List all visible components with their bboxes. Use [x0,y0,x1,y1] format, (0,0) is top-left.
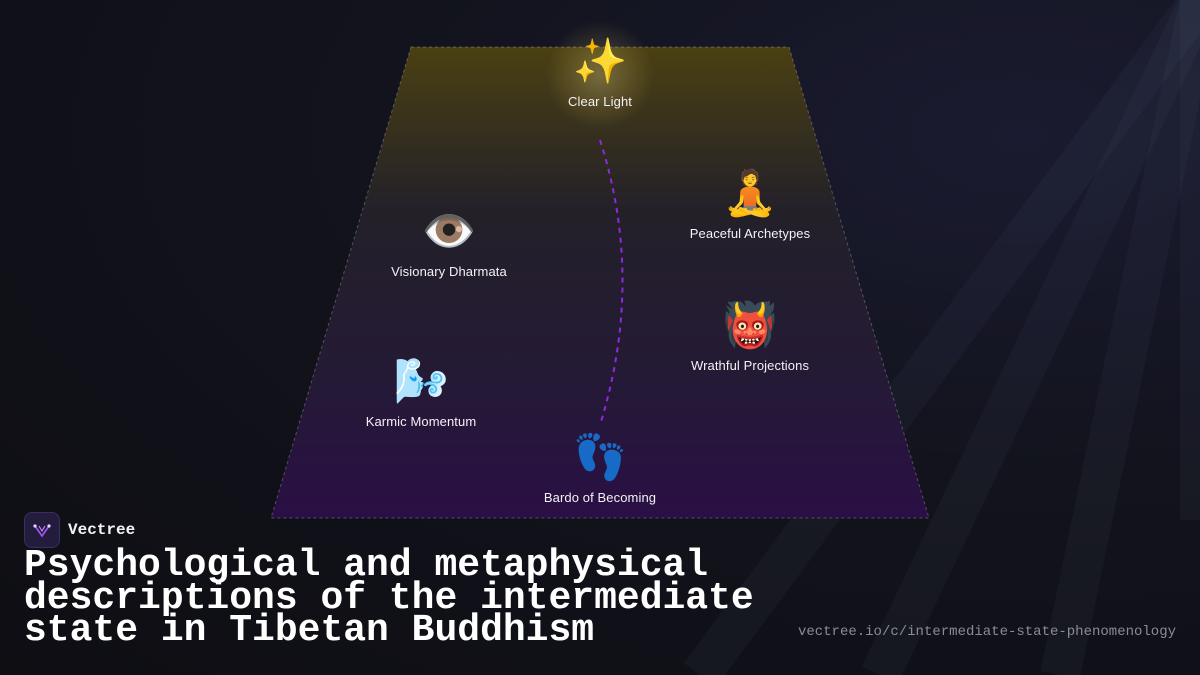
node-label: Wrathful Projections [690,358,810,373]
node-label: Peaceful Archetypes [689,226,811,241]
node-wrathful-projections: 👹 Wrathful Projections [650,300,850,373]
node-peaceful-archetypes: 🧘 Peaceful Archetypes [650,168,850,241]
node-visionary-dharmata: 👁️ Visionary Dharmata [349,206,549,279]
brand-name: Vectree [68,521,136,539]
clear-light-glow [545,20,655,130]
sparkles-icon: ✨ [572,36,628,87]
node-label: Clear Light [568,94,632,109]
source-url[interactable]: vectree.io/c/intermediate-state-phenomen… [797,624,1176,640]
meditating-person-icon: 🧘 [722,168,778,219]
wind-icon: 🌬️ [393,356,449,407]
page-title: Psychological and metaphysical descripti… [24,544,754,652]
ogre-mask-icon: 👹 [722,300,778,351]
transition-path [599,139,624,426]
vectree-logo-icon [24,512,60,548]
brand[interactable]: Vectree [24,512,135,548]
footprints-icon: 👣 [572,432,628,483]
node-label: Visionary Dharmata [391,264,507,279]
node-bardo-of-becoming: 👣 Bardo of Becoming [500,432,700,505]
node-label: Bardo of Becoming [543,490,657,505]
node-label: Karmic Momentum [365,414,477,429]
eye-icon: 👁️ [421,206,477,257]
node-clear-light: ✨ Clear Light [500,36,700,109]
node-karmic-momentum: 🌬️ Karmic Momentum [321,356,521,429]
